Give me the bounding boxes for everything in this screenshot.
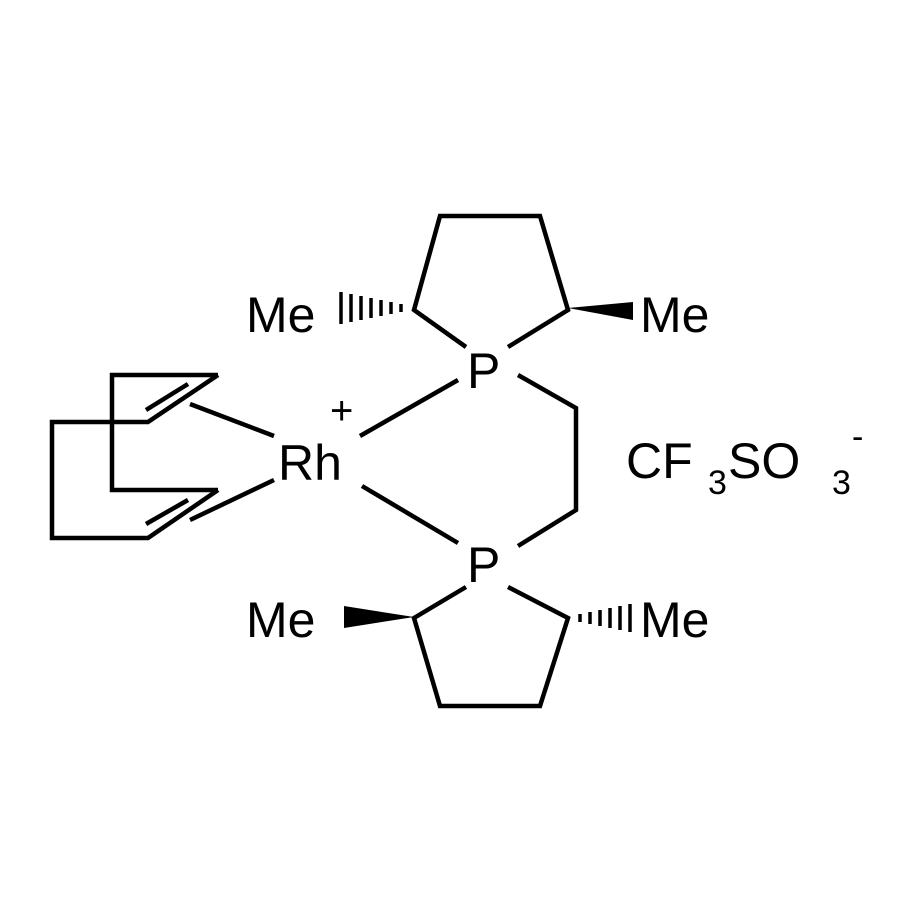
rh-p-bottom-bond [360, 484, 460, 545]
phosphorus-top-label: P [467, 343, 500, 399]
wedge-bond-bottom-left [344, 606, 414, 628]
counterion-so: SO [728, 433, 800, 489]
cod-rh-bond-top [189, 401, 275, 439]
counterion-so-subscript: 3 [832, 464, 851, 502]
cod-double-bond-bottom [144, 498, 190, 526]
counterion-cf-subscript: 3 [708, 464, 727, 502]
rh-p-top-bond [358, 378, 460, 438]
upper-ring-bonds [411, 213, 571, 349]
cod-ring-left [109, 372, 218, 493]
cod-ring-outer [49, 373, 220, 541]
hashed-bond-bottom-right [578, 604, 632, 632]
lower-phospholane-ring [411, 585, 571, 709]
counterion-cf: CF [626, 433, 693, 489]
cod-double-bond-top [144, 382, 190, 412]
cyclooctadiene-ligand [49, 372, 275, 541]
upper-phospholane-ring [411, 213, 571, 349]
counterion-charge: - [852, 418, 863, 456]
rhodium-label: Rh [278, 435, 342, 491]
methyl-label-top-left: Me [246, 287, 315, 343]
lower-ring-bonds [411, 585, 571, 709]
rhodium-charge: + [330, 389, 353, 433]
triflate-counterion: CF 3 SO 3 - [626, 418, 863, 502]
hashed-bond-top-left [339, 292, 403, 324]
wedge-bond-top-right [568, 302, 633, 320]
methyl-label-bottom-left: Me [246, 592, 315, 648]
cod-rh-bond-bottom [189, 477, 275, 523]
methyl-label-bottom-right: Me [640, 592, 709, 648]
phosphorus-bottom-label: P [467, 537, 500, 593]
ethylene-bridge-bonds [516, 373, 579, 548]
methyl-label-top-right: Me [640, 287, 709, 343]
